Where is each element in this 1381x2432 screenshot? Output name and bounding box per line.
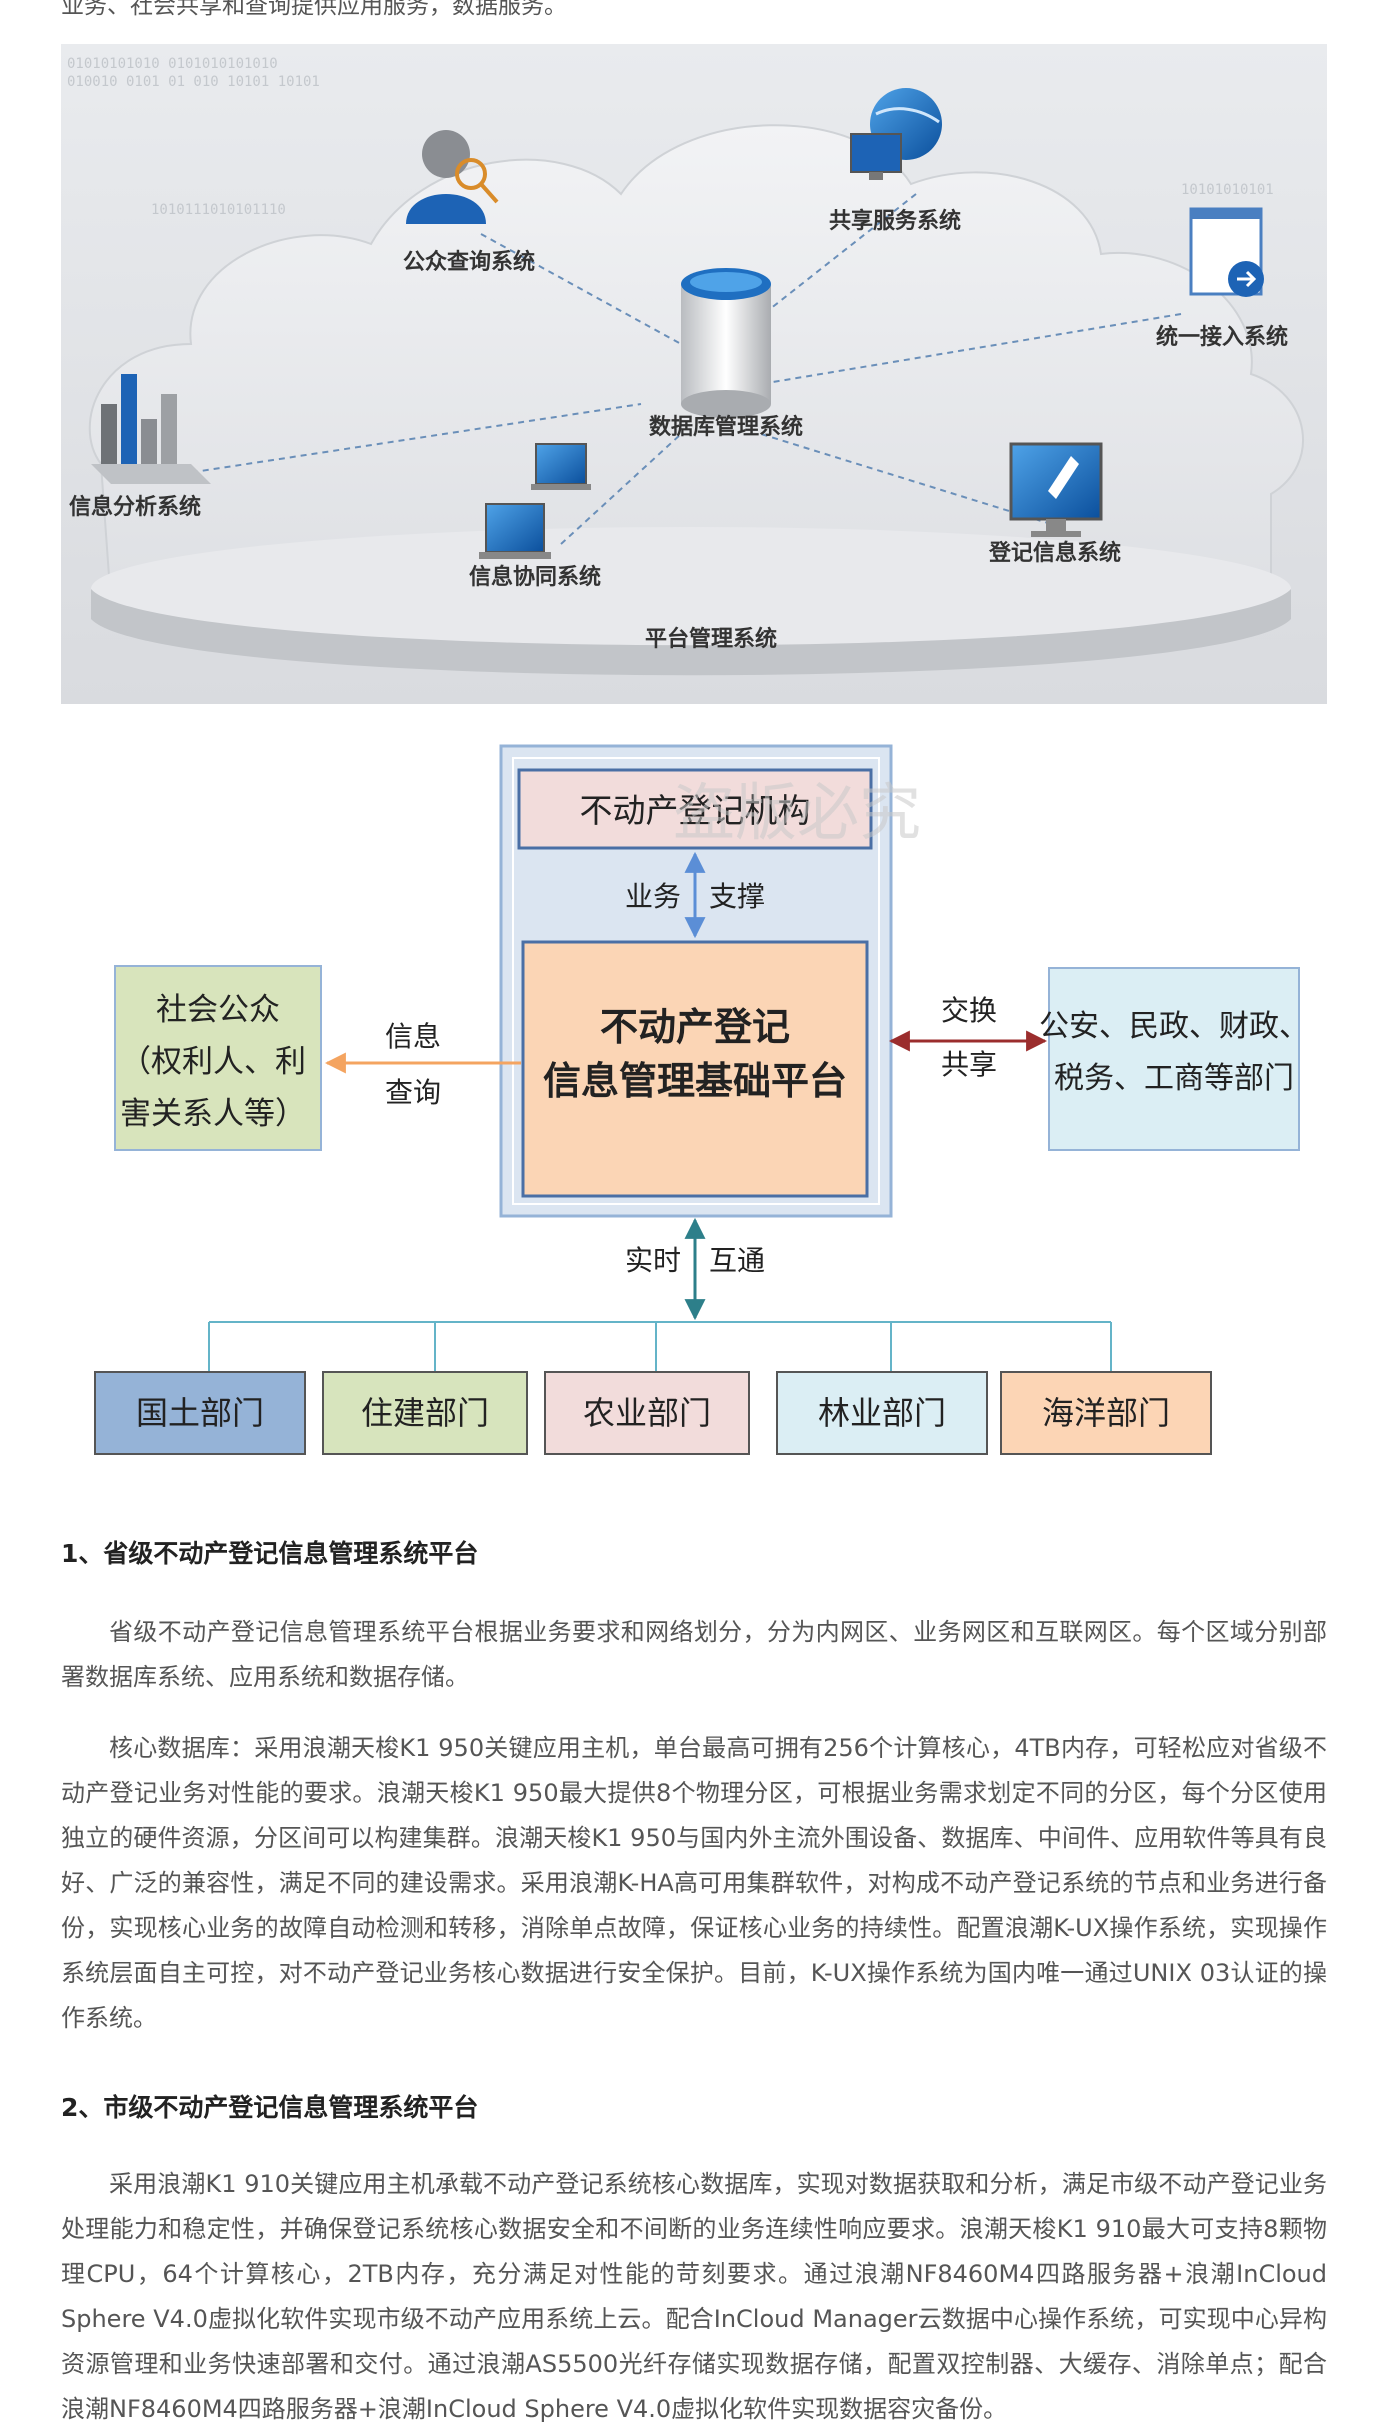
database-icon <box>681 268 771 418</box>
department-label-housing: 住建部门 <box>361 1394 489 1432</box>
public-box <box>114 965 322 1151</box>
section-1: 1、省级不动产登记信息管理系统平台 <box>61 1534 1327 1570</box>
monitor-pen-icon <box>1009 442 1103 537</box>
support-left-label: 业务 <box>625 880 681 913</box>
core-line-1: 不动产登记 <box>600 1005 790 1049</box>
binary-background-text: 01010101010 0101010101010 010010 0101 01… <box>67 56 1274 218</box>
label-platform: 平台管理系统 <box>645 626 777 652</box>
person-icon <box>406 130 499 224</box>
core-platform-box <box>521 940 869 1198</box>
label-registration: 登记信息系统 <box>988 540 1121 566</box>
department-label-land: 国土部门 <box>136 1394 264 1432</box>
core-line-2: 信息管理基础平台 <box>543 1059 847 1103</box>
department-bus <box>208 1321 1112 1372</box>
department-label-ocean: 海洋部门 <box>1042 1394 1170 1432</box>
binary-text-4: 10101010101 <box>1181 182 1274 198</box>
label-database: 数据库管理系统 <box>649 414 803 440</box>
public-line-3: 害关系人等） <box>120 1096 306 1132</box>
bottom-departments: 国土部门 住建部门 农业部门 林业部门 海洋部门 <box>94 1371 1212 1455</box>
watermark: 盗版必究 <box>673 776 921 849</box>
cloud-architecture-figure: 01010101010 0101010101010 010010 0101 01… <box>61 44 1327 704</box>
binary-text-3: 1010111010101110 <box>151 202 286 218</box>
platform-relationship-diagram: 不动产登记机构 盗版必究 业务 支撑 不动产登记 信息管理基础平台 社会公众 （… <box>94 744 1309 1455</box>
label-public-query: 公众查询系统 <box>403 249 535 275</box>
section-1-paragraph-2: 核心数据库：采用浪潮天梭K1 950关键应用主机，单台最高可拥有256个计算核心… <box>61 1734 1327 2032</box>
department-box-ocean <box>1000 1371 1212 1455</box>
support-right-label: 支撑 <box>709 880 765 913</box>
section-2-paragraph-1: 采用浪潮K1 910关键应用主机承载不动产登记系统核心数据库，实现对数据获取和分… <box>61 2170 1327 2423</box>
section-2: 2、市级不动产登记信息管理系统平台 <box>61 2088 1327 2124</box>
realtime-left-label: 实时 <box>625 1244 681 1277</box>
departments-box <box>1048 967 1300 1151</box>
binary-text-1: 01010101010 0101010101010 <box>67 56 278 72</box>
agency-label: 不动产登记机构 <box>580 791 811 830</box>
public-line-2: （权利人、利 <box>120 1044 306 1080</box>
document-arrow-icon <box>1189 207 1264 297</box>
realtime-right-label: 互通 <box>709 1244 765 1277</box>
query-line-1: 信息 <box>385 1020 441 1053</box>
department-box-land <box>94 1371 306 1455</box>
section-1-paragraph-1: 省级不动产登记信息管理系统平台根据业务要求和网络划分，分为内网区、业务网区和互联… <box>61 1618 1327 1691</box>
exchange-line-2: 共享 <box>941 1048 997 1081</box>
section-1-heading: 1、省级不动产登记信息管理系统平台 <box>61 1539 479 1568</box>
department-label-forestry: 林业部门 <box>818 1394 946 1432</box>
connection-lines <box>180 193 1182 545</box>
department-box-housing <box>322 1371 528 1455</box>
label-unified-access: 统一接入系统 <box>1156 324 1288 350</box>
intro-fragment: 业务、社会共享和查询提供应用服务，数据服务。 <box>61 0 567 19</box>
laptops-icon <box>479 443 591 559</box>
department-label-agriculture: 农业部门 <box>583 1394 711 1432</box>
bar-chart-icon <box>91 374 211 484</box>
public-line-1: 社会公众 <box>156 992 280 1028</box>
section-2-heading: 2、市级不动产登记信息管理系统平台 <box>61 2093 479 2122</box>
departments-line-1: 公安、民政、财政、 <box>1039 1009 1309 1044</box>
agency-box <box>517 768 873 850</box>
label-shared-service: 共享服务系统 <box>829 208 961 234</box>
query-line-2: 查询 <box>385 1076 441 1109</box>
globe-monitor-icon <box>850 88 942 180</box>
label-collaboration: 信息协同系统 <box>469 564 601 590</box>
department-box-agriculture <box>544 1371 750 1455</box>
binary-text-2: 010010 0101 01 010 10101 10101 <box>67 74 320 90</box>
department-box-forestry <box>776 1371 988 1455</box>
label-analysis: 信息分析系统 <box>69 494 201 520</box>
exchange-line-1: 交换 <box>941 994 997 1027</box>
departments-line-2: 税务、工商等部门 <box>1054 1061 1294 1096</box>
